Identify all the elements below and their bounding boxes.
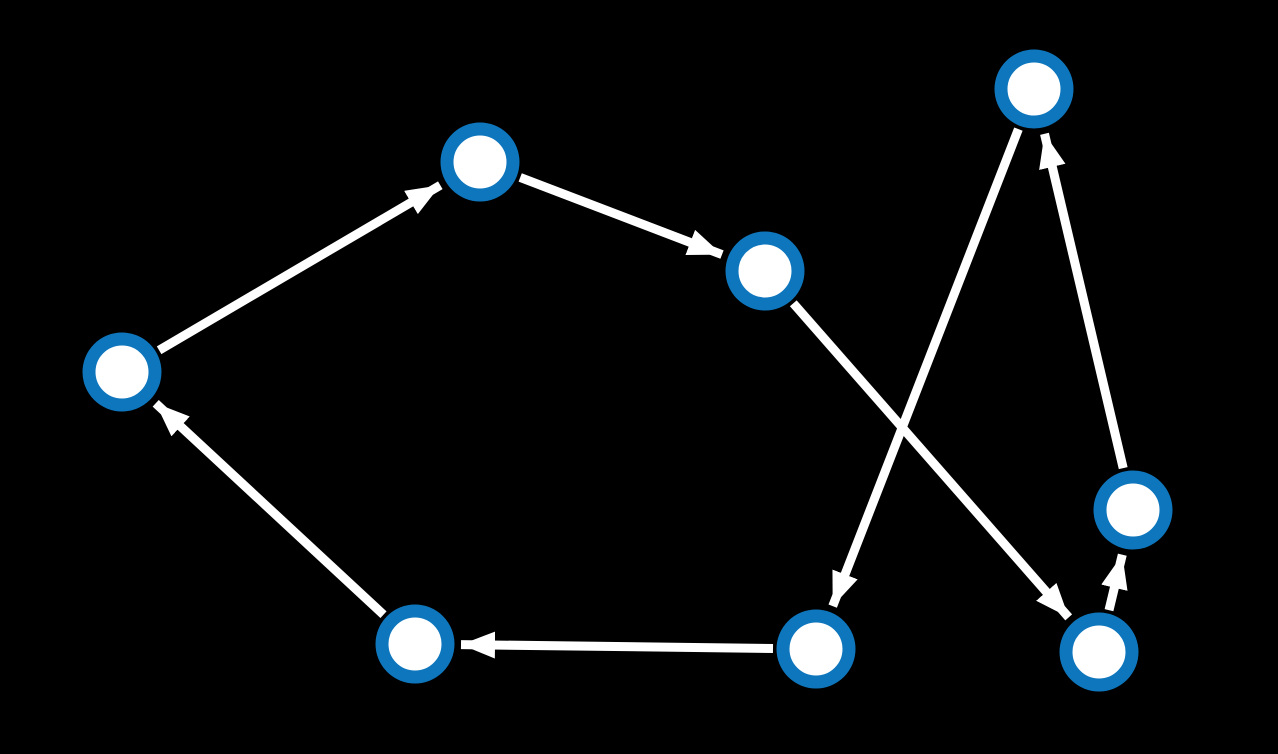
graph-edge-node-middle-to-node-bottom-right	[789, 300, 1073, 621]
graph-node-bottom-left	[375, 604, 455, 684]
graph-edge-node-right-to-node-top-right	[1039, 132, 1128, 470]
graph-edge-node-top-right-to-node-bottom-center	[828, 127, 1023, 608]
graph-edge-node-upper-middle-to-node-middle	[518, 173, 724, 259]
graph-edge-node-bottom-left-to-node-left	[152, 400, 387, 618]
graph-edge-node-left-to-node-upper-middle	[156, 181, 443, 355]
graph-node-bottom-center	[776, 609, 856, 689]
graph-node-upper-middle	[440, 122, 520, 202]
graph-edge-node-bottom-center-to-node-bottom-left	[460, 631, 774, 659]
graph-edge-node-bottom-right-to-node-right	[1101, 553, 1128, 612]
graph-node-top-right	[994, 49, 1074, 129]
graph-node-middle	[725, 231, 805, 311]
graph-node-bottom-right	[1059, 612, 1139, 692]
graph-node-right	[1093, 470, 1173, 550]
graph-node-left	[82, 332, 162, 412]
